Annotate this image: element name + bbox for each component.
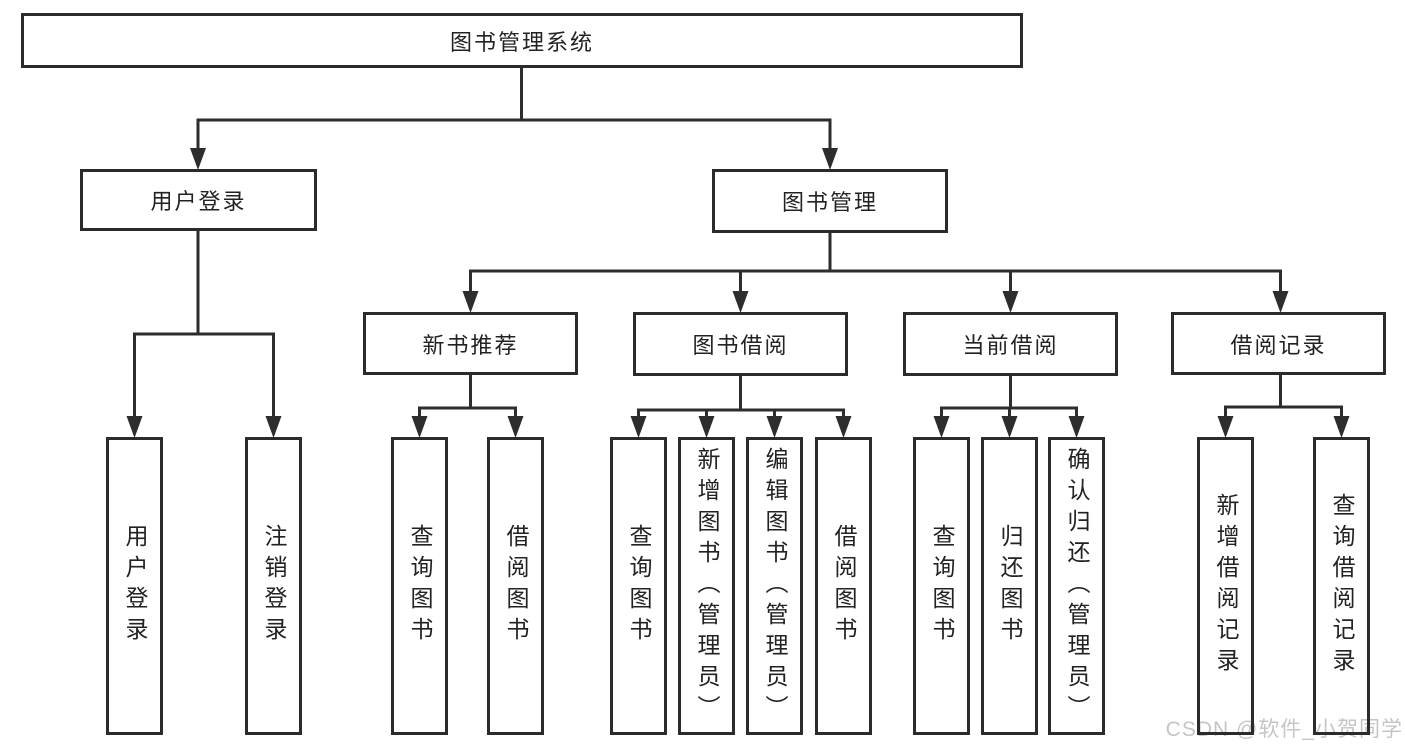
leaf-query-books-2: 查询图书	[610, 437, 667, 735]
leaf-label: 查询借阅记录	[1329, 493, 1355, 679]
leaf-label: 编辑图书（管理员）	[762, 446, 788, 726]
leaf-query-borrow-record: 查询借阅记录	[1313, 437, 1370, 735]
leaf-label: 查询图书	[929, 524, 955, 648]
leaf-logout: 注销登录	[245, 437, 302, 735]
leaf-borrow-books-2: 借阅图书	[815, 437, 872, 735]
leaf-query-books-1: 查询图书	[391, 437, 448, 735]
leaf-edit-book-admin: 编辑图书（管理员）	[746, 437, 803, 735]
node-current-borrow: 当前借阅	[903, 312, 1118, 376]
leaf-label: 查询图书	[626, 524, 652, 648]
node-user-login: 用户登录	[80, 169, 317, 231]
connector-borrow-record-children	[1217, 375, 1350, 438]
leaf-label: 查询图书	[407, 524, 433, 648]
leaf-label: 新增图书（管理员）	[694, 446, 720, 726]
leaf-label: 确认归还（管理员）	[1064, 446, 1090, 726]
connector-root-to-level2	[190, 68, 838, 170]
csdn-watermark: CSDN @软件_小贺同学	[1165, 718, 1403, 741]
leaf-label: 归还图书	[997, 524, 1023, 648]
node-borrow-record: 借阅记录	[1171, 312, 1386, 375]
leaf-label: 借阅图书	[503, 524, 529, 648]
leaf-query-books-3: 查询图书	[913, 437, 970, 735]
leaf-borrow-books-1: 借阅图书	[487, 437, 544, 735]
leaf-label: 用户登录	[122, 524, 148, 648]
leaf-confirm-return-admin: 确认归还（管理员）	[1048, 437, 1105, 735]
leaf-label: 注销登录	[261, 524, 287, 648]
node-library-management-system: 图书管理系统	[21, 13, 1023, 68]
leaf-add-borrow-record: 新增借阅记录	[1197, 437, 1254, 735]
node-book-borrow: 图书借阅	[633, 312, 848, 376]
leaf-label: 新增借阅记录	[1213, 493, 1239, 679]
connector-new-book-recommend-children	[411, 375, 524, 438]
node-new-book-recommend: 新书推荐	[363, 312, 578, 375]
leaf-user-login: 用户登录	[106, 437, 163, 735]
leaf-label: 借阅图书	[831, 524, 857, 648]
connector-current-borrow-children	[933, 375, 1085, 438]
node-book-management: 图书管理	[712, 169, 948, 233]
connector-book-management-to-level3	[462, 233, 1289, 313]
leaf-return-books: 归还图书	[981, 437, 1038, 735]
leaf-add-book-admin: 新增图书（管理员）	[678, 437, 735, 735]
connector-book-borrow-children	[630, 375, 852, 438]
connector-user-login-children	[126, 231, 282, 438]
